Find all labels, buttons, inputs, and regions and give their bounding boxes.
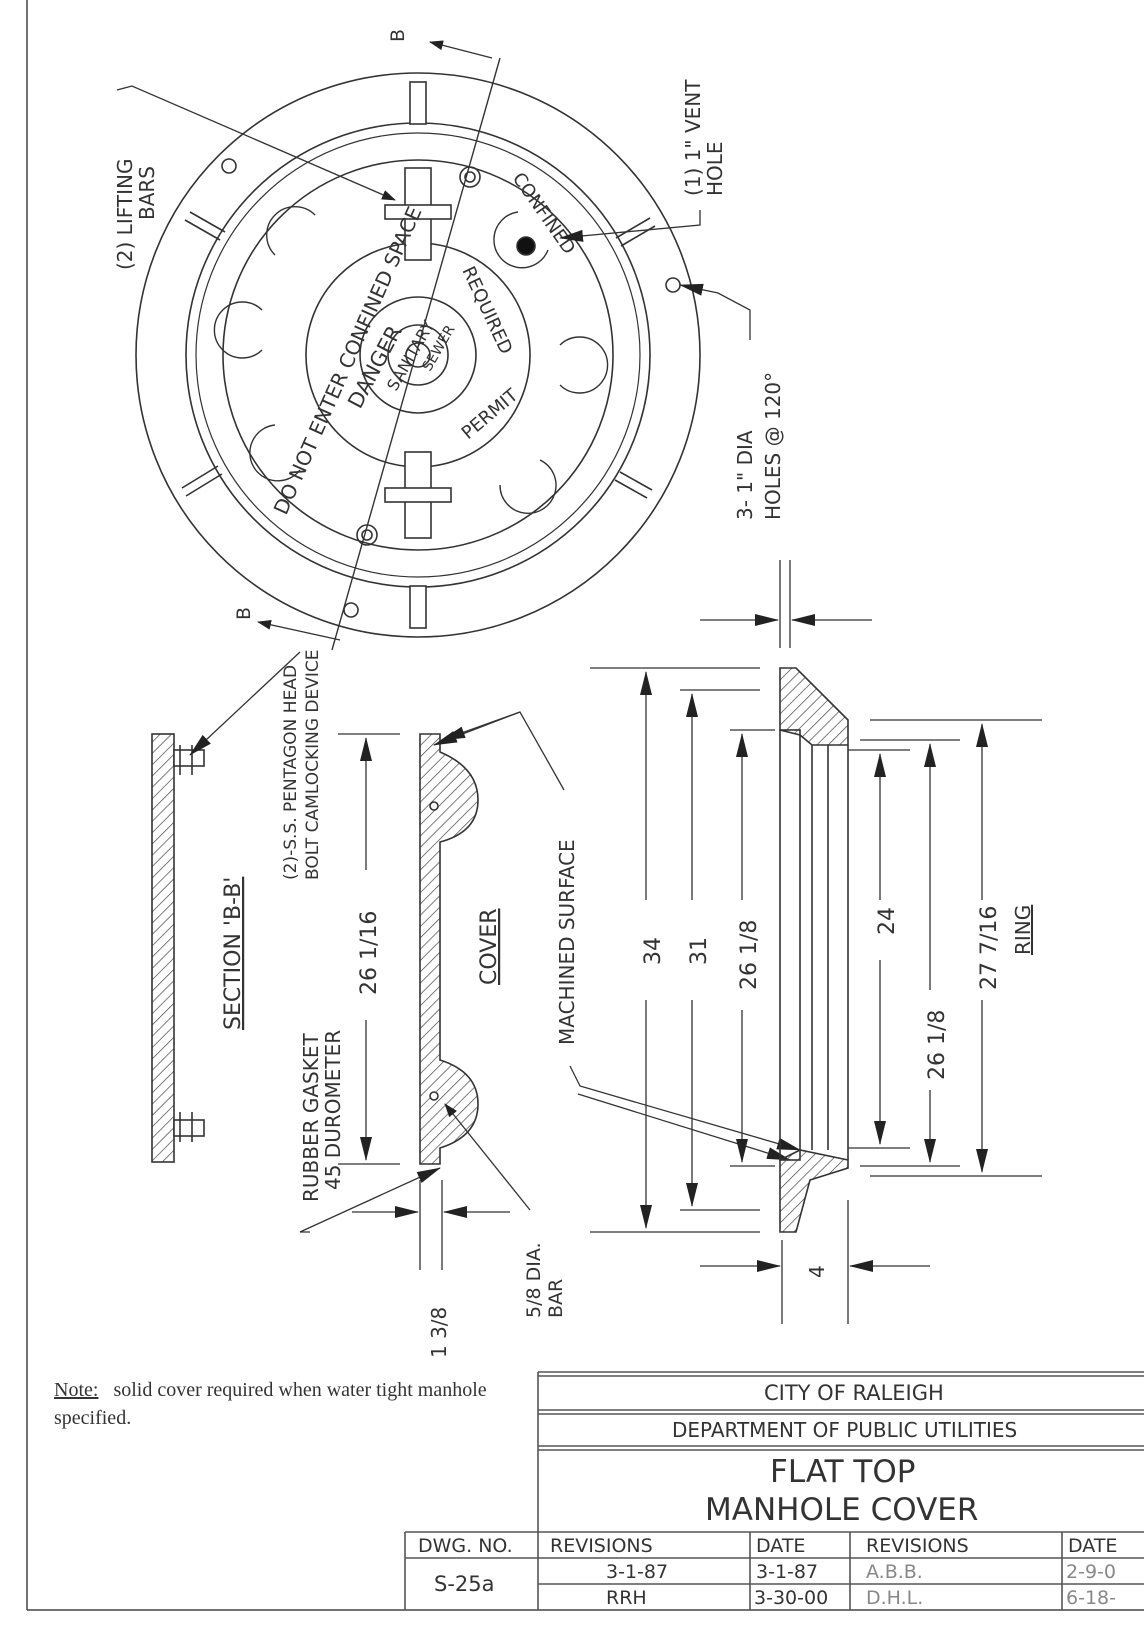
cover-title: COVER xyxy=(477,908,502,985)
bolt-label-1: (2)-S.S. PENTAGON HEAD xyxy=(281,665,301,880)
cover-view xyxy=(419,733,479,1165)
revision-row1-date: 3-1-87 xyxy=(756,1561,819,1583)
cover-lobes xyxy=(213,206,609,514)
note-label: Note: xyxy=(54,1379,99,1401)
ring-dim-31: 31 xyxy=(687,937,712,965)
drawing-title-line1: FLAT TOP xyxy=(770,1454,916,1490)
dwg-no-value: S-25a xyxy=(434,1572,495,1596)
section-markers: B B xyxy=(233,29,493,641)
ring-dim-width xyxy=(700,1200,930,1324)
ring-dim-24: 24 xyxy=(875,907,900,935)
plan-view xyxy=(135,57,701,651)
ring-dim-width-label: 4 xyxy=(805,1265,829,1278)
revision-row1-date2: 2-9-0 xyxy=(1066,1561,1116,1583)
gasket-label-2: 45 DUROMETER xyxy=(321,1030,345,1190)
sheet-border xyxy=(26,0,1144,1611)
ring-tabs xyxy=(181,81,656,629)
lifting-bars-label-1: (2) LIFTING xyxy=(113,159,137,270)
revisions-header-1: REVISIONS xyxy=(550,1535,653,1557)
lifting-bar-bottom xyxy=(384,451,452,539)
ring-dim-27-7-16: 27 7/16 xyxy=(977,906,1002,990)
section-bb xyxy=(151,733,205,1163)
date-header-1: DATE xyxy=(756,1535,806,1557)
cover-dim-thickness xyxy=(352,1180,510,1270)
ring-dim-34: 34 xyxy=(641,937,666,965)
section-title: SECTION 'B-B' xyxy=(221,877,246,1030)
ring-dim-26-1-8-outer: 26 1/8 xyxy=(925,1010,950,1080)
machined-leaders xyxy=(433,711,801,1161)
bar-label-1: 5/8 DIA. xyxy=(523,1242,545,1318)
title-block-agency: CITY OF RALEIGH xyxy=(764,1381,944,1405)
title-block-department: DEPARTMENT OF PUBLIC UTILITIES xyxy=(672,1418,1018,1442)
drawing-title-line2: MANHOLE COVER xyxy=(705,1492,979,1528)
date-header-2: DATE xyxy=(1068,1535,1118,1557)
bar-label-2: BAR xyxy=(545,1279,567,1318)
ring-title: RING xyxy=(1011,905,1035,955)
section-marker-top: B xyxy=(387,29,409,42)
title-block-lines xyxy=(404,1371,1144,1610)
general-note: Note: solid cover required when water ti… xyxy=(54,1376,514,1432)
cover-dim-height-label: 26 1/16 xyxy=(357,911,382,995)
holes-label-2: HOLES @ 120° xyxy=(761,372,785,520)
lifting-bar-top xyxy=(384,167,452,261)
machined-label: MACHINED SURFACE xyxy=(555,839,579,1045)
note-text: solid cover required when water tight ma… xyxy=(54,1379,487,1429)
bolt-label-2: BOLT CAMLOCKING DEVICE xyxy=(303,650,323,881)
cover-dim-thickness-label: 1 3/8 xyxy=(427,1307,451,1358)
plan-callouts xyxy=(116,85,751,340)
bolt-leader xyxy=(189,651,301,756)
vent-hole-label-1: (1) 1" VENT xyxy=(681,79,705,196)
lifting-bars-label-2: BARS xyxy=(135,166,159,220)
revision-row2-date2: 6-18- xyxy=(1066,1587,1116,1609)
ring-dims xyxy=(590,667,1042,1233)
revision-row1-rev: 3-1-87 xyxy=(606,1561,669,1583)
cover-dim-height xyxy=(338,733,400,1165)
casting-text-required: REQUIRED xyxy=(457,263,516,357)
bar-leader xyxy=(444,1103,531,1211)
ring-view xyxy=(779,667,849,1233)
revisions-header-2: REVISIONS xyxy=(866,1535,969,1557)
dwg-no-label: DWG. NO. xyxy=(418,1535,513,1557)
revision-row2-date: 3-30-00 xyxy=(754,1587,829,1609)
revision-row2-rev: RRH xyxy=(606,1587,647,1609)
gasket-label-1: RUBBER GASKET xyxy=(299,1033,323,1202)
section-marker-bottom: B xyxy=(233,607,255,620)
revision-row1-rev2: A.B.B. xyxy=(866,1561,923,1583)
ring-dim-top xyxy=(700,560,872,648)
holes-label-1: 3- 1" DIA xyxy=(733,430,757,520)
gasket-leader xyxy=(299,1167,441,1233)
ring-dim-26-1-8-inner: 26 1/8 xyxy=(737,920,762,990)
vent-hole-label-2: HOLE xyxy=(703,141,727,196)
revision-row2-rev2: D.H.L. xyxy=(866,1587,924,1609)
